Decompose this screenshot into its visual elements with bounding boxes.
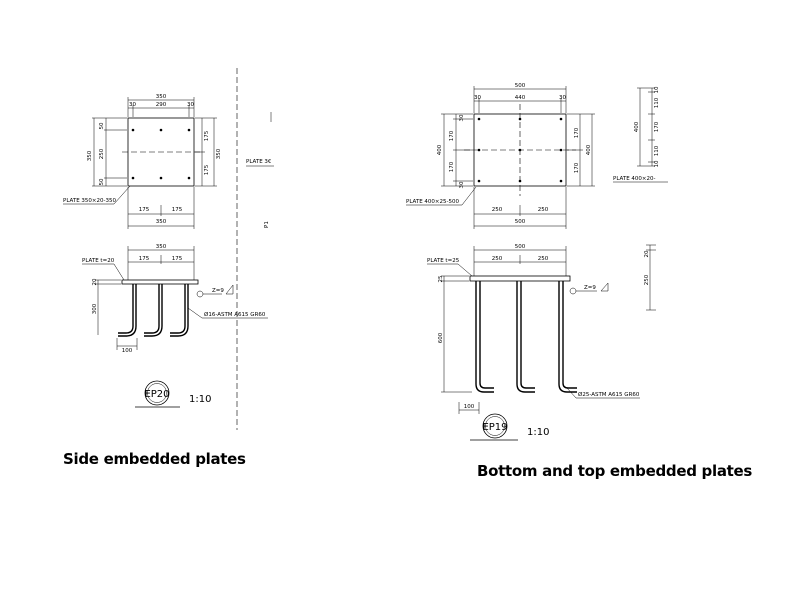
ep19-scale: 1:10	[527, 427, 549, 438]
ep20-sec-seg-left: 175	[139, 256, 150, 262]
ep20-sec-thick: 20	[92, 278, 98, 285]
ep20-plan-left-total: 350	[87, 150, 93, 161]
ep20-tag-label: EP20	[144, 389, 169, 400]
ep19-side-d: 110	[654, 145, 660, 156]
ep19-anchor-holes	[477, 117, 563, 183]
ep20-plan-left-bottom: 50	[99, 178, 105, 185]
ep20-plan-left-mid: 250	[99, 148, 105, 159]
ep20-section-plate	[121, 279, 199, 285]
ep19-sec-hook: 100	[464, 404, 475, 410]
ep20-sec-plate-label: PLATE t=20	[82, 258, 115, 264]
ep20-plan-right-lower: 175	[204, 164, 210, 175]
ep20-plan-top-total: 350	[156, 94, 167, 100]
ep19-plan-plate-label: PLATE 400×25-500	[406, 199, 460, 205]
ep20-plan-view: 350 30 290 30 350 50 250 50 175 175 350 …	[63, 94, 222, 229]
ep19-sec-weld: Z=9	[584, 285, 596, 291]
ep20-anchor-holes	[131, 128, 191, 180]
ep19-side-total: 400	[634, 121, 640, 132]
ep19-plan-bottom-total: 500	[515, 219, 526, 225]
ep19-side-c: 170	[654, 121, 660, 132]
ep19-side-dimensions: 400 10 110 170 110 10 PLATE 400×20-	[613, 86, 668, 183]
ep19-plan-left-edge-bottom: 30	[459, 181, 465, 188]
ep20-plan-top-edge-left: 30	[129, 102, 136, 108]
ep19-plan-left-upper: 170	[449, 130, 455, 141]
ep20-sec-bar-label: Ø16-ASTM A615 GR60	[204, 311, 266, 318]
ep20-sec-weld: Z=9	[212, 288, 224, 294]
ep19-side-sec-top: 20	[644, 250, 650, 257]
ep19-plan-right-total: 400	[586, 144, 592, 155]
ep20-sec-top-total: 350	[156, 244, 167, 250]
ep20-plan-bottom-total: 350	[156, 219, 167, 225]
ep19-plan-top-total: 500	[515, 83, 526, 89]
ep20-plan-top-edge-right: 30	[187, 102, 194, 108]
ep19-plan-top-mid: 440	[515, 95, 526, 101]
ep20-plan-bottom-left: 175	[139, 207, 150, 213]
ep19-side-b: 110	[654, 97, 660, 108]
fragment-mark: P1	[264, 221, 270, 228]
ep20-section-view: 350 175 175 PLATE t=20 20 300 Z=9 Ø16-AS…	[82, 244, 268, 354]
ep20-scale: 1:10	[189, 394, 211, 405]
fragment-plate-label: PLATE 3€	[246, 159, 272, 165]
ep19-plan-left-total: 400	[437, 144, 443, 155]
ep19-plan-view: 500 30 440 30 400 170 170 30 30 170 170 …	[406, 83, 595, 229]
ep19-section-view: 500 250 250 PLATE t=25 25 600 Z=9 Ø25-AS…	[427, 244, 640, 414]
ep20-sec-hook: 100	[122, 348, 133, 354]
ep19-caption: Bottom and top embedded plates	[477, 462, 753, 480]
ep19-plan-left-lower: 170	[449, 161, 455, 172]
ep19-side-sec-total: 250	[644, 274, 650, 285]
ep19-plan-top-edge-right: 30	[559, 95, 566, 101]
ep20-sec-seg-right: 175	[172, 256, 183, 262]
ep20-anchor-bars	[118, 284, 189, 337]
ep19-sec-seg-left: 250	[492, 256, 503, 262]
ep19-sec-plate-label: PLATE t=25	[427, 258, 460, 264]
ep19-tag-label: EP19	[482, 422, 507, 433]
ep20-plan-right-total: 350	[216, 148, 222, 159]
ep19-plan-right-upper: 170	[574, 127, 580, 138]
ep19-sec-bar-label: Ø25-ASTM A615 GR60	[578, 391, 640, 398]
ep19-side-plate-label: PLATE 400×20-	[613, 176, 656, 182]
ep19-side-section-dims: 20 250	[644, 244, 656, 311]
ep19-plan-bottom-left: 250	[492, 207, 503, 213]
ep19-sec-thick: 25	[438, 275, 444, 282]
ep20-plan-left-top: 50	[99, 122, 105, 129]
ep19-plan-left-edge-top: 30	[459, 114, 465, 121]
ep19-sec-seg-right: 250	[538, 256, 549, 262]
ep20-plan-right-upper: 175	[204, 130, 210, 141]
ep20-detail-tag: EP20 1:10	[135, 380, 211, 408]
ep19-side-a: 10	[654, 86, 660, 93]
ep19-sec-depth: 600	[438, 332, 444, 343]
ep19-plan-top-edge-left: 30	[474, 95, 481, 101]
ep19-detail-tag: EP19 1:10	[470, 413, 549, 441]
ep19-plan-right-lower: 170	[574, 162, 580, 173]
ep19-plan-bottom-right: 250	[538, 207, 549, 213]
ep20-plan-top-mid: 290	[156, 102, 167, 108]
ep19-side-e: 10	[654, 160, 660, 167]
ep19-anchor-bars	[475, 281, 577, 393]
ep19-section-plate	[469, 275, 571, 282]
ep19-sec-top-total: 500	[515, 244, 526, 250]
cut-off-fragment: PLATE 3€ P1	[246, 112, 274, 228]
ep20-plan-plate-label: PLATE 350×20-350	[63, 198, 117, 204]
ep20-sec-depth: 300	[92, 303, 98, 314]
ep20-caption: Side embedded plates	[63, 450, 246, 468]
ep20-plan-bottom-right: 175	[172, 207, 183, 213]
